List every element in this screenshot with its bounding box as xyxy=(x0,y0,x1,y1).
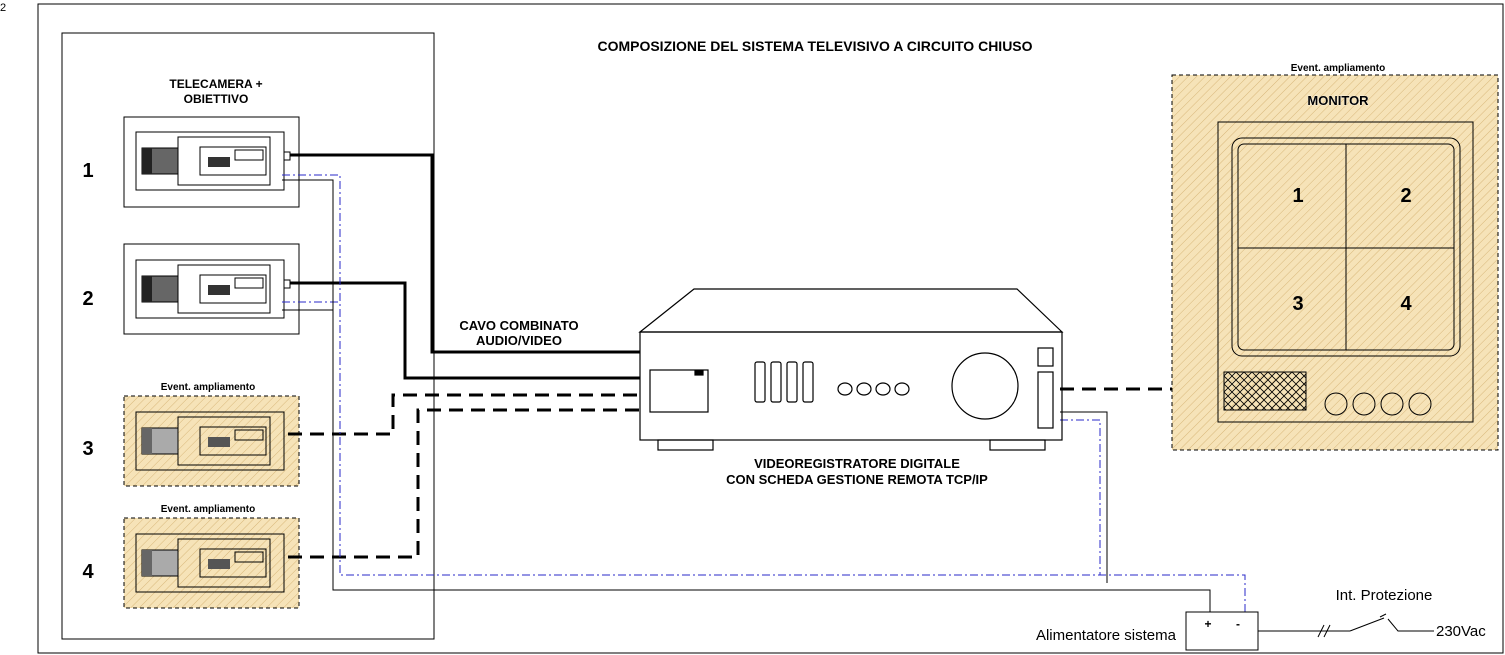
mains-voltage-label: 230Vac xyxy=(1436,623,1486,640)
camera-group-label-line2: OBIETTIVO xyxy=(184,92,249,106)
camera-icon xyxy=(135,533,285,593)
camera-number: 1 xyxy=(82,160,93,182)
drawing-frame xyxy=(37,3,1504,654)
dvr-label-line1: VIDEOREGISTRATORE DIGITALE xyxy=(754,456,960,471)
camera-number: 3 xyxy=(82,438,93,460)
camera-icon xyxy=(135,259,291,319)
video-cables xyxy=(290,153,640,380)
camera-group-panel xyxy=(61,32,435,640)
camera-number: 4 xyxy=(82,561,94,583)
monitor-quadrant-1: 1 xyxy=(1292,185,1303,207)
corner-mark: 2 xyxy=(0,2,6,14)
camera-2: 2 xyxy=(82,243,300,335)
camera-1: 1 xyxy=(82,116,300,208)
camera-icon xyxy=(135,411,285,471)
optional-expansion-label: Event. ampliamento xyxy=(161,382,255,393)
camera-3: Event. ampliamento 3 xyxy=(82,382,300,487)
camera-icon xyxy=(135,131,291,191)
system-power-supply: + - xyxy=(1185,611,1259,651)
monitor-optional-label: Event. ampliamento xyxy=(1291,63,1385,74)
diagram-title: COMPOSIZIONE DEL SISTEMA TELEVISIVO A CI… xyxy=(597,38,1032,54)
monitor-quadrant-4: 4 xyxy=(1400,293,1412,315)
cable-label-line1: CAVO COMBINATO xyxy=(459,318,578,333)
monitor-quadrant-2: 2 xyxy=(1400,185,1411,207)
monitor-quadrant-3: 3 xyxy=(1292,293,1303,315)
cable-label-line2: AUDIO/VIDEO xyxy=(476,333,562,348)
monitor: MONITOR 1 2 3 4 xyxy=(1171,74,1499,451)
power-supply-minus: - xyxy=(1236,617,1240,631)
power-supply-plus: + xyxy=(1204,617,1211,631)
protection-switch-label: Int. Protezione xyxy=(1336,587,1433,604)
camera-group-label-line1: TELECAMERA + xyxy=(169,77,262,91)
dvr-label-line2: CON SCHEDA GESTIONE REMOTA TCP/IP xyxy=(726,472,988,487)
power-return-cables xyxy=(282,179,1211,612)
power-supply-label: Alimentatore sistema xyxy=(1036,627,1177,644)
mains-line xyxy=(1258,613,1434,638)
power-cables xyxy=(282,174,1246,613)
optional-expansion-label: Event. ampliamento xyxy=(161,504,255,515)
digital-video-recorder xyxy=(638,288,1064,451)
monitor-label: MONITOR xyxy=(1307,93,1369,108)
camera-4: Event. ampliamento 4 xyxy=(82,504,300,609)
camera-number: 2 xyxy=(82,288,93,310)
